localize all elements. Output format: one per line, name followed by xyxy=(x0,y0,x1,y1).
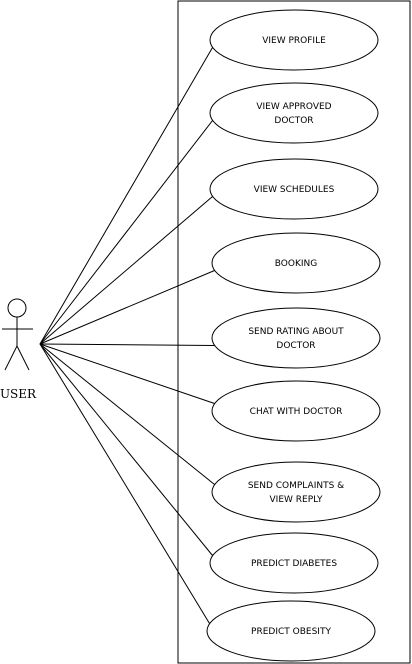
use-case-ellipse xyxy=(209,532,379,594)
association-line xyxy=(39,343,215,485)
use-case: VIEW PROFILE xyxy=(209,9,379,71)
use-case-label: BOOKING xyxy=(275,259,317,269)
use-case-label: SEND COMPLAINTS & xyxy=(248,481,344,491)
use-case-label: VIEW PROFILE xyxy=(262,36,326,46)
use-case: VIEW SCHEDULES xyxy=(209,158,379,220)
use-case-label: PREDICT OBESITY xyxy=(251,627,331,637)
actor-label: USER xyxy=(0,387,37,401)
association-line xyxy=(39,47,213,345)
use-case: SEND COMPLAINTS & VIEW REPLY xyxy=(211,461,381,523)
actor-left-leg xyxy=(4,345,18,371)
use-case-label: VIEW REPLY xyxy=(270,495,323,505)
use-case-ellipse xyxy=(206,600,376,662)
use-case-ellipse xyxy=(209,9,379,71)
use-cases: VIEW PROFILE VIEW APPROVED DOCTOR VIEW SCHE… xyxy=(206,9,381,662)
system-boundary xyxy=(177,0,411,664)
use-case-label: VIEW APPROVED xyxy=(256,102,331,112)
association-line xyxy=(39,343,215,404)
use-case: PREDICT OBESITY xyxy=(206,600,376,662)
use-case-label: SEND RATING ABOUT xyxy=(248,327,344,337)
actor-head xyxy=(7,298,27,318)
use-case: PREDICT DIABETES xyxy=(209,532,379,594)
association-line xyxy=(39,196,213,345)
association-line xyxy=(39,343,215,346)
use-case-ellipse xyxy=(211,461,381,523)
use-case-ellipse xyxy=(211,380,381,442)
associations xyxy=(39,47,215,624)
association-line xyxy=(39,343,213,556)
actor-user: USER xyxy=(0,298,37,401)
association-line xyxy=(39,270,215,345)
use-case-ellipse xyxy=(211,232,381,294)
use-case-label: CHAT WITH DOCTOR xyxy=(250,407,343,417)
use-case-label: DOCTOR xyxy=(274,116,313,126)
use-case: SEND RATING ABOUT DOCTOR xyxy=(211,307,381,369)
actor-right-leg xyxy=(16,345,30,371)
use-case-ellipse xyxy=(209,82,379,144)
use-case: CHAT WITH DOCTOR xyxy=(211,380,381,442)
association-line xyxy=(39,343,210,624)
use-case-ellipse xyxy=(209,158,379,220)
use-case: VIEW APPROVED DOCTOR xyxy=(209,82,379,144)
use-case: BOOKING xyxy=(211,232,381,294)
use-case-label: DOCTOR xyxy=(276,341,315,351)
association-line xyxy=(39,120,213,345)
use-case-label: VIEW SCHEDULES xyxy=(254,185,335,195)
use-case-ellipse xyxy=(211,307,381,369)
use-case-label: PREDICT DIABETES xyxy=(251,559,337,569)
